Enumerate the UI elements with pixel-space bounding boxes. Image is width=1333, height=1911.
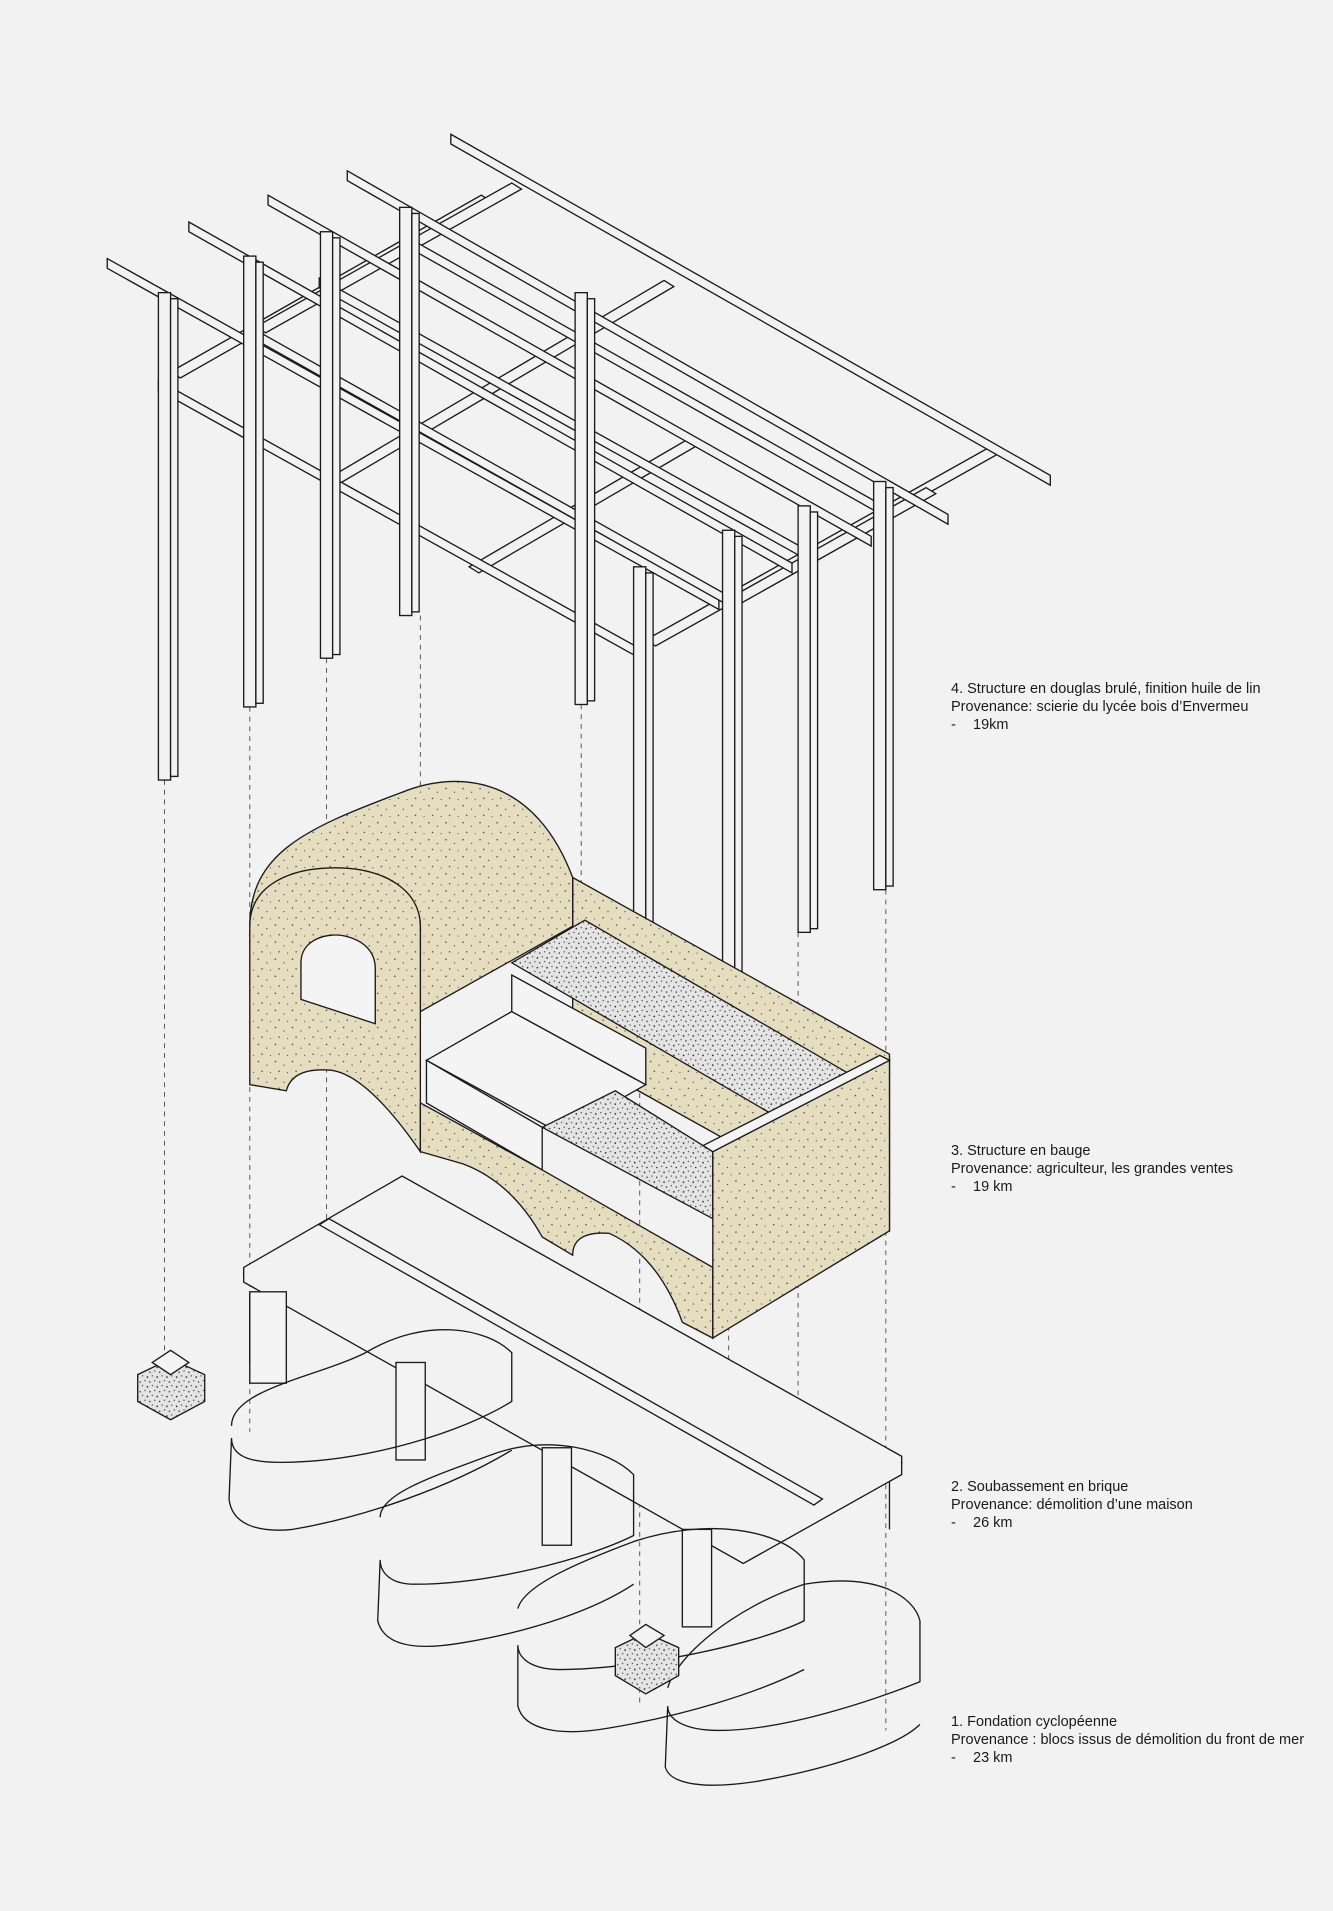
timber-frame — [106, 133, 1051, 1055]
layer-dash: - — [951, 1750, 956, 1766]
brick-base — [242, 1175, 904, 1628]
layer-provenance: Provenance: scierie du lycée bois d’Enve… — [951, 699, 1249, 715]
layer-provenance: Provenance: démolition d’une maison — [951, 1497, 1193, 1513]
layer-provenance: Provenance : blocs issus de démolition d… — [951, 1732, 1305, 1748]
layer-label-brick: 2. Soubassement en brique Provenance: dé… — [951, 1478, 1193, 1532]
layer-distance: 19 km — [973, 1179, 1013, 1195]
layer-distance: 23 km — [973, 1750, 1013, 1766]
bauge-structure — [249, 780, 891, 1340]
layer-title: 2. Soubassement en brique — [951, 1479, 1129, 1495]
layer-label-foundation: 1. Fondation cyclopéenne Provenance : bl… — [951, 1713, 1304, 1767]
layer-distance: 19km — [973, 717, 1009, 733]
layer-provenance: Provenance: agriculteur, les grandes ven… — [951, 1161, 1234, 1177]
layer-dash: - — [951, 1515, 956, 1531]
layer-title: 1. Fondation cyclopéenne — [951, 1714, 1118, 1730]
layer-title: 3. Structure en bauge — [951, 1143, 1091, 1159]
layer-dash: - — [951, 717, 956, 733]
layer-dash: - — [951, 1179, 956, 1195]
layer-label-bauge: 3. Structure en bauge Provenance: agricu… — [951, 1142, 1233, 1196]
layer-title: 4. Structure en douglas brulé, finition … — [951, 681, 1261, 697]
layer-distance: 26 km — [973, 1515, 1013, 1531]
layer-label-timber: 4. Structure en douglas brulé, finition … — [951, 680, 1261, 734]
cyclopean-foundation — [137, 1328, 921, 1786]
